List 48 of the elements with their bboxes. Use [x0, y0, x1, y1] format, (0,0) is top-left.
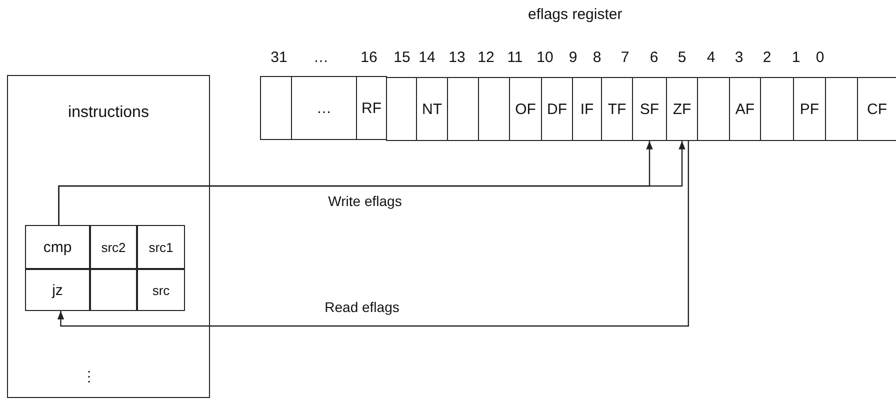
instruction-field: src1 [137, 225, 185, 269]
bit-number: 4 [706, 49, 716, 66]
bit-number: 1 [790, 49, 802, 66]
instruction-field: src [137, 269, 185, 311]
bit-number: … [312, 49, 330, 66]
bit-number: 2 [762, 49, 772, 66]
flag-bit-cell: IF [572, 77, 602, 141]
bit-number: 16 [360, 49, 378, 66]
flag-bit-cell: DF [541, 77, 573, 141]
flag-bit-cell: CF [857, 77, 896, 141]
bit-number: 31 [270, 49, 288, 66]
empty-bit-cell [260, 76, 292, 140]
ellipsis-text: ⋮ [82, 368, 96, 384]
bit-number: 7 [620, 49, 630, 66]
bit-number: 9 [568, 49, 578, 66]
bit-number: 0 [814, 49, 826, 66]
instruction-field: src2 [90, 225, 137, 269]
flag-bit-cell: NT [416, 77, 448, 141]
arrow [57, 141, 689, 327]
flag-bit-cell: PF [793, 77, 826, 141]
bit-number: 10 [536, 49, 554, 66]
bit-number: 14 [418, 49, 436, 66]
flag-bit-cell: SF [632, 77, 667, 141]
empty-bit-cell [825, 77, 858, 141]
flag-bit-cell: … [291, 76, 357, 140]
bit-number: 15 [392, 49, 412, 66]
bit-number: 3 [734, 49, 744, 66]
empty-bit-cell [478, 77, 510, 141]
flag-bit-cell: ZF [666, 77, 698, 141]
empty-bit-cell [697, 77, 730, 141]
bit-number: 12 [476, 49, 496, 66]
bit-number: 5 [676, 49, 688, 66]
flag-bit-cell: AF [729, 77, 761, 141]
bit-number: 11 [506, 49, 524, 66]
panel-heading: instructions [67, 104, 150, 122]
empty-bit-cell [447, 77, 479, 141]
empty-bit-cell [386, 77, 417, 141]
flag-bit-cell: TF [601, 77, 633, 141]
flag-bit-cell: OF [509, 77, 542, 141]
instruction-field: jz [25, 269, 90, 311]
bit-number: 6 [648, 49, 660, 66]
flag-bit-cell: RF [356, 76, 387, 140]
bit-number: 8 [592, 49, 602, 66]
bit-number: 13 [448, 49, 466, 66]
empty-bit-cell [760, 77, 794, 141]
instructions-panel [7, 75, 210, 398]
instruction-field: cmp [25, 225, 90, 269]
diagram-title: eflags register [528, 6, 622, 23]
